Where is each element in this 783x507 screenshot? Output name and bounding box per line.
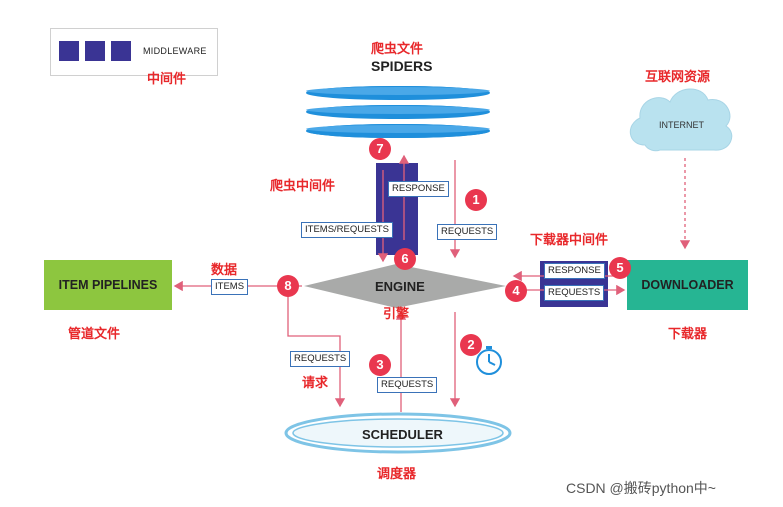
step-badge-1: 1	[465, 189, 487, 211]
request-label-cn: 请求	[302, 376, 329, 391]
downloader-middleware-label-cn: 下载器中间件	[530, 233, 609, 248]
legend-label-cn: 中间件	[147, 72, 187, 87]
step-badge-2: 2	[460, 334, 482, 356]
downloader-node: DOWNLOADER	[627, 260, 748, 310]
step-badge-7: 7	[369, 138, 391, 160]
data-label-cn: 数据	[211, 263, 238, 278]
step-badge-3: 3	[369, 354, 391, 376]
downloader-label: DOWNLOADER	[641, 278, 734, 292]
middleware-square-icon	[59, 41, 79, 61]
scheduler-requests-tag-right: REQUESTS	[377, 377, 438, 393]
item-pipelines-label: ITEM PIPELINES	[58, 278, 158, 292]
spiders-label-cn: 爬虫文件	[371, 42, 424, 57]
scheduler-ring	[284, 412, 512, 454]
scheduler-label: SCHEDULER	[362, 427, 443, 442]
middleware-square-icon	[85, 41, 105, 61]
item-pipelines-node: ITEM PIPELINES	[44, 260, 172, 310]
scheduler-label-cn: 调度器	[377, 467, 417, 482]
downloader-response-tag: RESPONSE	[544, 263, 605, 279]
item-pipelines-label-cn: 管道文件	[68, 327, 121, 342]
internet-cloud-icon	[630, 88, 733, 152]
spider-middleware-block	[376, 163, 418, 255]
engine-shape	[304, 264, 506, 308]
downloader-requests-tag: REQUESTS	[544, 285, 605, 301]
engine-label-cn: 引擎	[383, 307, 410, 322]
engine-label: ENGINE	[375, 279, 425, 294]
legend-label: MIDDLEWARE	[143, 46, 207, 56]
spiders-label: SPIDERS	[371, 58, 433, 74]
items-requests-tag: ITEMS/REQUESTS	[301, 222, 393, 238]
watermark: CSDN @搬砖python中~	[566, 480, 716, 496]
step-badge-4: 4	[505, 280, 527, 302]
middleware-square-icon	[111, 41, 131, 61]
spider-requests-tag: REQUESTS	[437, 224, 498, 240]
spider-middleware-label-cn: 爬虫中间件	[270, 179, 336, 194]
step-badge-8: 8	[277, 275, 299, 297]
step-badge-5: 5	[609, 257, 631, 279]
step-badge-6: 6	[394, 248, 416, 270]
items-tag: ITEMS	[211, 279, 249, 295]
spiders-database-icon	[306, 86, 490, 138]
spider-response-tag: RESPONSE	[388, 181, 449, 197]
legend-box: MIDDLEWARE	[50, 28, 218, 76]
internet-label-cn: 互联网资源	[645, 70, 711, 85]
downloader-label-cn: 下载器	[668, 327, 708, 342]
scheduler-requests-tag-left: REQUESTS	[290, 351, 351, 367]
internet-label: INTERNET	[659, 120, 704, 130]
